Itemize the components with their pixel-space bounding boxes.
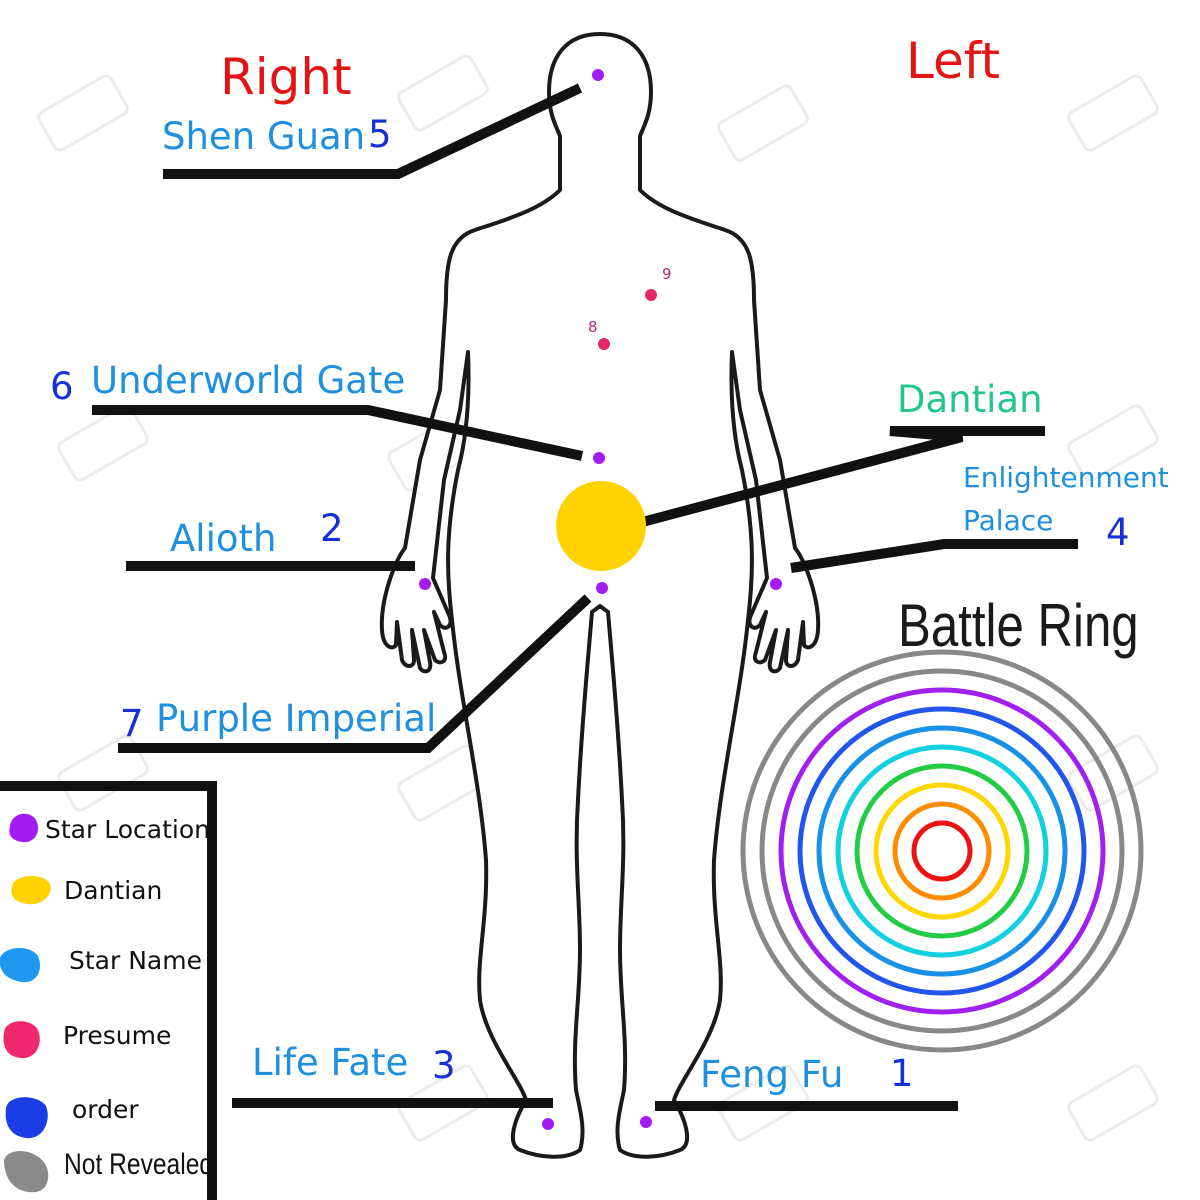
legend-label-dantian: Dantian	[64, 876, 163, 905]
order-feng-fu: 1	[890, 1052, 914, 1095]
order-enlightenment-palace: 4	[1106, 511, 1130, 554]
legend-star-location-swatch	[9, 813, 39, 843]
legend-star-name-swatch	[0, 948, 40, 983]
legend-presume-swatch	[3, 1021, 40, 1059]
legend-label-presume: Presume	[63, 1021, 172, 1050]
legend-label-star-name: Star Name	[69, 946, 202, 975]
order-underworld-gate: 6	[50, 365, 74, 408]
star-name-alioth: Alioth	[170, 517, 277, 560]
presume-label-8: 8	[588, 318, 598, 336]
presume-label-9: 9	[662, 265, 672, 283]
battle-ring-4	[797, 706, 1087, 996]
battle-ring-rings	[740, 649, 1144, 1053]
legend-label-star-location: Star Location	[45, 815, 210, 844]
order-alioth: 2	[320, 507, 344, 550]
order-shen-guan: 5	[368, 113, 392, 156]
battle-ring-5	[816, 725, 1068, 977]
connector-shen-guan	[163, 83, 583, 179]
order-life-fate: 3	[432, 1044, 456, 1087]
battle-ring-title: Battle Ring	[898, 592, 1139, 659]
battle-ring-9	[892, 801, 992, 901]
left-side-label: Left	[906, 32, 1001, 90]
legend-border	[0, 781, 217, 1200]
legend-label-order: order	[72, 1095, 139, 1124]
star-location-dot	[542, 1118, 554, 1130]
presume-dot-9	[645, 289, 657, 301]
legend-order-swatch	[5, 1097, 48, 1139]
connector-purple-imperial	[118, 594, 592, 753]
battle-ring-2	[759, 668, 1125, 1034]
star-location-dot	[592, 69, 604, 81]
star-name-feng-fu: Feng Fu	[700, 1053, 844, 1096]
star-location-dot	[596, 582, 608, 594]
legend-label-not-revealed: Not Revealed	[64, 1148, 214, 1181]
legend-dantian-swatch	[11, 875, 51, 905]
battle-ring-3	[778, 687, 1106, 1015]
dantian-circle	[556, 481, 646, 571]
order-purple-imperial: 7	[120, 702, 144, 745]
star-location-dot	[419, 578, 431, 590]
dantian-label: Dantian	[897, 378, 1043, 421]
star-name-shen-guan: Shen Guan	[162, 115, 366, 158]
connector-underworld-gate	[92, 405, 584, 461]
star-location-dot	[640, 1116, 652, 1128]
battle-ring-10	[911, 820, 973, 882]
star-location-dot	[593, 452, 605, 464]
battle-ring-6	[835, 744, 1049, 958]
presume-dot-8	[598, 338, 610, 350]
star-name-life-fate: Life Fate	[252, 1041, 409, 1084]
battle-ring-7	[854, 763, 1030, 939]
battle-ring-8	[873, 782, 1011, 920]
connector-dantian	[618, 426, 1045, 533]
star-name-purple-imperial: Purple Imperial	[156, 697, 437, 740]
human-body-outline	[379, 32, 821, 1159]
star-name-enlightenment-palace-line1: Enlightenment	[963, 461, 1169, 494]
right-side-label: Right	[220, 48, 352, 106]
star-location-dot	[770, 578, 782, 590]
star-name-enlightenment-palace-line2: Palace	[963, 504, 1054, 537]
connector-enlightenment-palace	[790, 539, 1078, 573]
star-name-underworld-gate: Underworld Gate	[91, 359, 406, 402]
legend-not-revealed-swatch	[4, 1151, 49, 1193]
battle-ring-1	[740, 649, 1144, 1053]
